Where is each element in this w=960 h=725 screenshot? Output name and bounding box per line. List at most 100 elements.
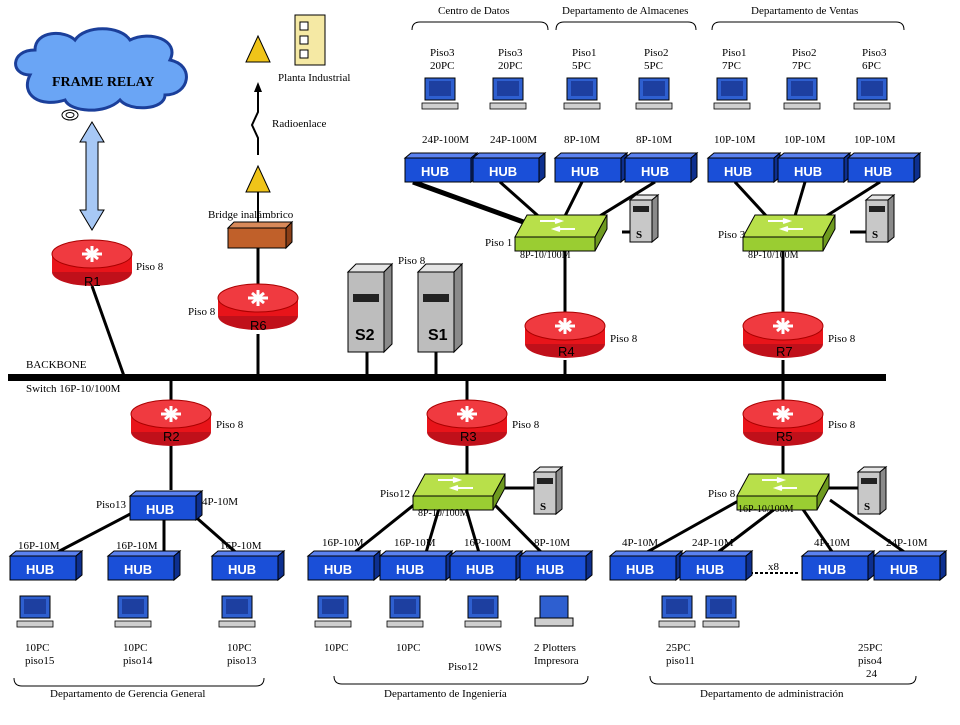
- radio-link-label: Radioenlace: [272, 118, 326, 130]
- top-pc-count: 5PC: [644, 60, 663, 72]
- gerencia-sub-hub: HUB: [107, 550, 181, 581]
- svg-text:R7: R7: [776, 344, 793, 359]
- svg-text:8P-10/100M: 8P-10/100M: [520, 250, 571, 261]
- gerencia-pc: [16, 595, 54, 628]
- top-pc: [713, 77, 751, 110]
- svg-text:S: S: [540, 501, 546, 513]
- top-pc-floor: Piso3: [430, 47, 455, 59]
- wireless-link: Planta Industrial Radioenlace Bridge ina…: [208, 14, 350, 250]
- admin-hub-ports: 24P-10M: [692, 537, 734, 549]
- top-pc-count: 5PC: [572, 60, 591, 72]
- top-hub: HUB: [472, 152, 546, 183]
- hub-label: HUB: [124, 562, 152, 577]
- admin-pc: [702, 595, 740, 628]
- admin-sub-hub: HUB: [679, 550, 753, 581]
- top-hub-ports: 10P-10M: [714, 134, 756, 146]
- hub-label: HUB: [641, 164, 669, 179]
- group-warehouse: Departamento de Almacenes: [562, 5, 688, 17]
- backbone-label: BACKBONE: [26, 359, 87, 371]
- hub-label: HUB: [864, 164, 892, 179]
- admin-pc: [658, 595, 696, 628]
- administracion-hubs: 4P-10MHUB24P-10MHUB4P-10MHUB24P-10MHUB25…: [609, 537, 947, 680]
- server-small-top-right: S: [865, 194, 895, 243]
- gerencia-pc-count: 10PC: [227, 642, 251, 654]
- admin-hub-ports: 4P-10M: [622, 537, 658, 549]
- svg-text:S: S: [864, 501, 870, 513]
- server-small-right: S: [857, 466, 887, 515]
- top-hub-ports: 10P-10M: [854, 134, 896, 146]
- svg-text:S: S: [872, 229, 878, 241]
- hub-label: HUB: [696, 562, 724, 577]
- ingenieria-pc: [314, 595, 352, 628]
- top-pc-count: 6PC: [862, 60, 881, 72]
- top-pc: [489, 77, 527, 110]
- gerencia-pc-floor: piso14: [123, 655, 153, 667]
- hub-label: HUB: [536, 562, 564, 577]
- backbone-switch-label: Switch 16P-10/100M: [26, 383, 121, 395]
- top-pc-floor: Piso1: [572, 47, 596, 59]
- hub-label: HUB: [26, 562, 54, 577]
- router-r3: R3: [425, 398, 509, 448]
- hub-label: HUB: [421, 164, 449, 179]
- router-r6-floor: Piso 8: [188, 306, 216, 318]
- admin-right-extra: 24: [866, 668, 878, 680]
- svg-text:S2: S2: [355, 327, 375, 344]
- group-data-center: Centro de Datos: [438, 5, 509, 17]
- switch-piso3: 8P-10/100M: [742, 214, 836, 261]
- top-pc-floor: Piso3: [862, 47, 887, 59]
- hub-label: HUB: [489, 164, 517, 179]
- backbone-bar: [8, 374, 886, 381]
- top-hub: HUB: [707, 152, 781, 183]
- svg-text:S: S: [636, 229, 642, 241]
- top-pc-floor: Piso2: [792, 47, 816, 59]
- ingenieria-sub-hub: HUB: [449, 550, 523, 581]
- svg-text:R2: R2: [163, 429, 180, 444]
- printer-label: Impresora: [534, 655, 579, 667]
- top-hub-ports: 24P-100M: [490, 134, 537, 146]
- router-r3-floor: Piso 8: [512, 419, 540, 431]
- server-small-top-left: S: [629, 194, 659, 243]
- gerencia-pc: [114, 595, 152, 628]
- top-hub: HUB: [554, 152, 628, 183]
- group-sales: Departamento de Ventas: [751, 5, 858, 17]
- top-hub: HUB: [624, 152, 698, 183]
- svg-text:8P-10/100M: 8P-10/100M: [748, 250, 799, 261]
- gerencia-hub-floor: Piso13: [96, 499, 126, 511]
- svg-text:R3: R3: [460, 429, 477, 444]
- gerencia-hub-ports: 4P-10M: [202, 496, 238, 508]
- plant-label: Planta Industrial: [278, 72, 350, 84]
- admin-left-count: 25PC: [666, 642, 690, 654]
- ingenieria-title: Departamento de Ingeniería: [384, 688, 507, 700]
- top-pc: [635, 77, 673, 110]
- router-r7-floor: Piso 8: [828, 333, 856, 345]
- gerencia-pc-count: 10PC: [123, 642, 147, 654]
- gerencia-hub-ports: 16P-10M: [18, 540, 60, 552]
- connection-lines: [49, 179, 911, 558]
- router-r4-floor: Piso 8: [610, 333, 638, 345]
- gerencia-hub-ports: 16P-10M: [116, 540, 158, 552]
- top-pc-floor: Piso1: [722, 47, 746, 59]
- hub-label: HUB: [626, 562, 654, 577]
- top-hub: HUB: [847, 152, 921, 183]
- top-hub: HUB: [777, 152, 851, 183]
- router-r7: R7: [741, 310, 825, 360]
- switch-piso3-floor: Piso 3: [718, 229, 746, 241]
- admin-sub-hub: HUB: [801, 550, 875, 581]
- top-pc: [421, 77, 459, 110]
- router-r4: R4: [523, 310, 607, 360]
- hub-label: HUB: [396, 562, 424, 577]
- server-s2: S2: [347, 263, 393, 353]
- ingenieria-pc: [386, 595, 424, 628]
- hub-label: HUB: [724, 164, 752, 179]
- servers-floor: Piso 8: [398, 255, 426, 267]
- router-r2-floor: Piso 8: [216, 419, 244, 431]
- top-pc-floor: Piso3: [498, 47, 523, 59]
- admin-right-floor: piso4: [858, 655, 882, 667]
- bridge-label: Bridge inalámbrico: [208, 209, 294, 221]
- ingenieria-hub-ports: 16P-100M: [464, 537, 511, 549]
- svg-text:S1: S1: [428, 327, 448, 344]
- router-r6: R6: [216, 282, 300, 333]
- router-r1: R1: [50, 238, 134, 289]
- hub-label: HUB: [466, 562, 494, 577]
